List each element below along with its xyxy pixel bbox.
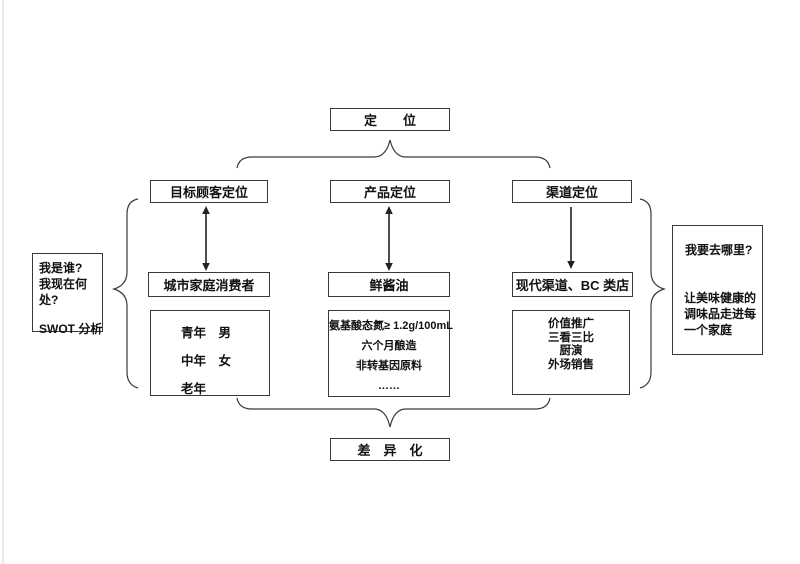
detail-line: 青年 男 <box>181 326 232 340</box>
brace-top <box>236 139 551 169</box>
note-question: 我要去哪里? <box>685 243 753 257</box>
box-differentiation: 差 异 化 <box>330 438 450 461</box>
detail-box-customers: 青年 男 中年 女 老年 <box>150 310 270 396</box>
double-arrow-middle <box>385 206 393 271</box>
mid-label: 现代渠道、BC 类店 <box>515 278 630 293</box>
page-edge-line <box>2 0 4 564</box>
box-differentiation-label: 差 异 化 <box>357 443 423 458</box>
brace-left <box>111 198 139 389</box>
box-product-positioning: 产品定位 <box>330 180 450 203</box>
box-urban-family-consumers: 城市家庭消费者 <box>148 272 270 297</box>
detail-line: 价值推广 <box>548 318 594 330</box>
note-who-am-i: 我是谁? 我现在何处? SWOT 分析 <box>32 253 103 336</box>
detail-line: 老年 <box>181 382 207 396</box>
box-modern-channels: 现代渠道、BC 类店 <box>512 272 633 297</box>
detail-box-product: 氨基酸态氮≥ 1.2g/100mL 六个月酿造 非转基因原料 …… <box>328 310 454 397</box>
note-where-to-go: 我要去哪里? 让美味健康的调味品走进每一个家庭 <box>672 225 763 355</box>
detail-line: 非转基因原料 <box>356 360 422 372</box>
box-fresh-soy-sauce: 鲜酱油 <box>328 272 450 297</box>
detail-line: 三看三比 <box>548 331 594 344</box>
mid-label: 鲜酱油 <box>369 278 409 293</box>
header-label: 目标顾客定位 <box>169 185 248 200</box>
detail-line: 外场销售 <box>548 358 594 371</box>
header-label: 渠道定位 <box>545 185 598 200</box>
box-channel-positioning: 渠道定位 <box>512 180 632 203</box>
note-answer: 让美味健康的调味品走进每一个家庭 <box>684 291 757 337</box>
note-line-swot: SWOT 分析 <box>39 322 103 336</box>
box-positioning: 定 位 <box>330 108 450 131</box>
double-arrow-left <box>202 206 210 271</box>
header-label: 产品定位 <box>363 185 416 200</box>
detail-line: 氨基酸态氮≥ 1.2g/100mL <box>329 320 454 332</box>
box-target-customer-positioning: 目标顾客定位 <box>150 180 268 203</box>
note-line-where-now: 我现在何处? <box>39 277 88 307</box>
down-arrow-right <box>567 207 575 269</box>
detail-line: 厨演 <box>559 345 583 357</box>
brace-bottom <box>236 397 551 428</box>
detail-box-channel: 价值推广 三看三比 厨演 外场销售 <box>512 310 630 395</box>
detail-line: 中年 女 <box>181 354 232 368</box>
mid-label: 城市家庭消费者 <box>163 278 255 293</box>
detail-line: 六个月酿造 <box>361 340 417 352</box>
brace-right <box>639 198 667 389</box>
box-positioning-label: 定 位 <box>363 113 416 128</box>
detail-line: …… <box>378 380 400 392</box>
note-line-who: 我是谁? <box>39 261 83 275</box>
